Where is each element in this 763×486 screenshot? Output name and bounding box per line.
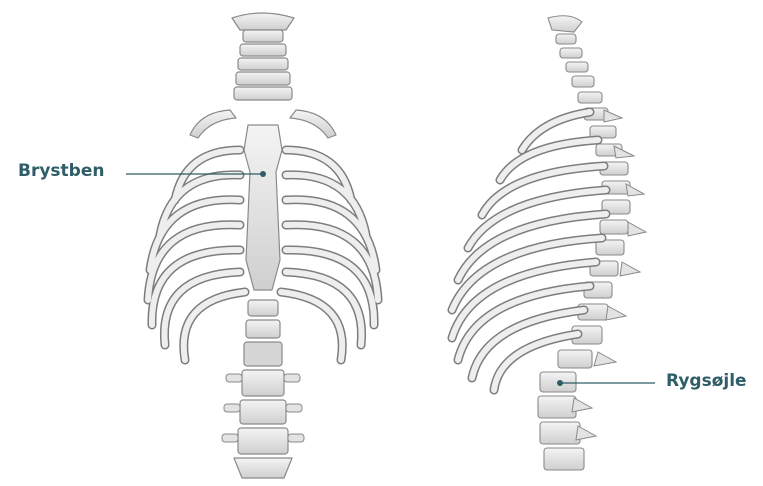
cervical-vertebrae	[232, 13, 294, 100]
sternum-label: Brystben	[18, 161, 104, 181]
sternum	[244, 125, 282, 290]
ribcage-side-view	[452, 16, 646, 470]
upper-rib-front	[190, 110, 236, 138]
spine-leader-dot	[557, 380, 563, 386]
ribcage-front-view	[148, 13, 378, 478]
sternum-leader-dot	[260, 171, 266, 177]
spine-label: Rygsøjle	[666, 371, 747, 391]
lumbar-vertebrae	[234, 300, 292, 478]
upper-rib-front	[290, 110, 336, 138]
